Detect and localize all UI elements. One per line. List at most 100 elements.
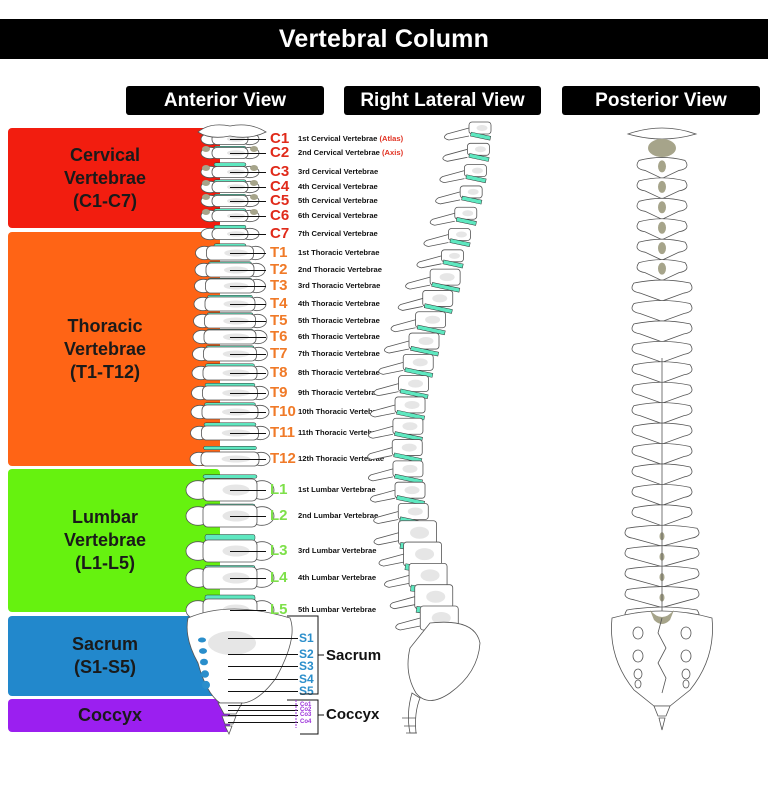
region-coccyx-label: Coccyx — [77, 705, 143, 725]
sacral-code-s1: S1 — [299, 631, 314, 645]
bone-shading — [448, 252, 460, 259]
intervertebral-disc — [455, 217, 477, 226]
coccyx-bone — [653, 705, 671, 731]
spinous-process — [423, 234, 449, 247]
bone-shading — [432, 294, 448, 303]
coccygeal-code-co3: Co3 — [300, 712, 312, 718]
leader-line — [228, 705, 298, 706]
intervertebral-disc — [468, 153, 490, 162]
region-sacrum: Sacrum (S1-S5) — [8, 616, 220, 696]
spinous-process — [405, 276, 431, 290]
vertebra-name-c6: 6th Cervical Vertebrae — [298, 211, 378, 220]
region-lumbar-label: Lumbar Vertebrae (L1-L5) — [63, 507, 147, 573]
spinous-process — [384, 575, 410, 588]
leader-line — [230, 187, 266, 188]
leader-line — [228, 654, 298, 655]
spinal-canal — [658, 242, 666, 255]
vertebra-name-t9: 9th Thoracic Vertebrae — [298, 388, 380, 397]
leader-line — [230, 253, 266, 254]
vertebra-name-l3: 3rd Lumbar Vertebrae — [298, 546, 377, 555]
posterior-spine-illustration — [611, 127, 713, 731]
bone-shading — [402, 422, 418, 431]
vertebra-name-t7: 7th Thoracic Vertebrae — [298, 349, 380, 358]
sacral-foramen — [633, 668, 643, 680]
vertebral-foramen — [250, 194, 258, 200]
vertebra-name-c1: 1st Cervical Vertebrae (Atlas) — [298, 134, 404, 143]
vertebra-name-t2: 2nd Thoracic Vertebrae — [298, 265, 382, 274]
leader-line — [230, 286, 266, 287]
region-cervical: Cervical Vertebrae (C1-C7) — [8, 128, 220, 228]
bone-shading — [420, 569, 440, 582]
spinal-canal — [648, 139, 676, 157]
vertebra-code-l2: L2 — [270, 507, 288, 524]
bone-shading — [467, 188, 479, 195]
sacral-canal — [650, 610, 674, 624]
spinous-process — [439, 170, 465, 184]
atlas-vertebra — [626, 127, 698, 140]
bone-shading — [439, 273, 455, 282]
spinal-canal — [658, 262, 666, 275]
bone-shading — [471, 167, 483, 174]
vertebra-name-t1: 1st Thoracic Vertebrae — [298, 248, 380, 257]
vertebra-name-t8: 8th Thoracic Vertebrae — [298, 368, 380, 377]
leader-line — [228, 691, 298, 692]
coccyx-bone — [408, 692, 421, 734]
vertebra-name-c4: 4th Cervical Vertebrae — [298, 182, 378, 191]
leader-line — [230, 304, 266, 305]
posterior-vertebra — [631, 340, 693, 363]
sacral-code-s3: S3 — [299, 659, 314, 673]
vertebra-name-t12: 12th Thoracic Vertebrae — [298, 454, 385, 463]
vertebra-code-t11: T11 — [270, 424, 296, 441]
bone-shading — [455, 231, 467, 238]
vertebra-code-t8: T8 — [270, 364, 288, 381]
coccyx-segments — [402, 717, 417, 734]
vertebra-code-c4: C4 — [270, 178, 290, 195]
leader-line — [230, 610, 266, 611]
vertebra-code-t12: T12 — [270, 450, 296, 467]
spinal-canal — [658, 160, 666, 173]
bone-shading — [412, 358, 428, 367]
bone-shading — [408, 379, 424, 388]
vertebral-foramen — [202, 209, 210, 215]
spinous-process — [384, 340, 410, 354]
intervertebral-disc — [394, 431, 423, 442]
posterior-vertebra — [631, 279, 693, 302]
region-coccyx: Coccyx — [8, 699, 230, 732]
leader-line — [228, 715, 298, 716]
sacral-foramen — [681, 668, 691, 680]
sacral-foramen — [199, 648, 207, 654]
vertebra-name-t5: 5th Thoracic Vertebrae — [298, 316, 380, 325]
atlas-vertebra — [197, 124, 267, 138]
region-thoracic-label: Thoracic Vertebrae (T1-T12) — [63, 315, 147, 382]
sacral-foramen — [632, 649, 644, 663]
bone-shading — [431, 612, 451, 624]
leader-line — [230, 490, 266, 491]
vertebra-code-c3: C3 — [270, 163, 290, 180]
spinal-canal — [658, 201, 666, 214]
spinous-process — [368, 468, 394, 482]
spinous-process — [416, 255, 442, 269]
leader-line — [230, 516, 266, 517]
vertebral-foramen — [202, 146, 210, 152]
leader-line — [230, 578, 266, 579]
intervertebral-disc — [410, 346, 439, 357]
sacrum-bracket — [287, 615, 324, 695]
leader-line — [230, 139, 266, 140]
sacral-foramen — [680, 649, 692, 663]
intervertebral-disc — [404, 367, 434, 378]
spinous-process — [444, 127, 470, 141]
median-sacral-crest — [657, 617, 667, 694]
sacral-code-s4: S4 — [299, 672, 314, 686]
view-label-lateral: Right Lateral View — [344, 86, 541, 115]
view-label-posterior: Posterior View — [562, 86, 760, 115]
vertebra-code-t2: T2 — [270, 261, 288, 278]
bone-shading — [407, 507, 423, 516]
leader-line — [230, 354, 266, 355]
bone-shading — [404, 400, 420, 409]
leader-line — [230, 459, 266, 460]
vertebra-code-t7: T7 — [270, 345, 288, 362]
leader-line — [230, 433, 266, 434]
spinous-process — [370, 404, 396, 418]
vertebra-note: (Atlas) — [379, 134, 404, 143]
